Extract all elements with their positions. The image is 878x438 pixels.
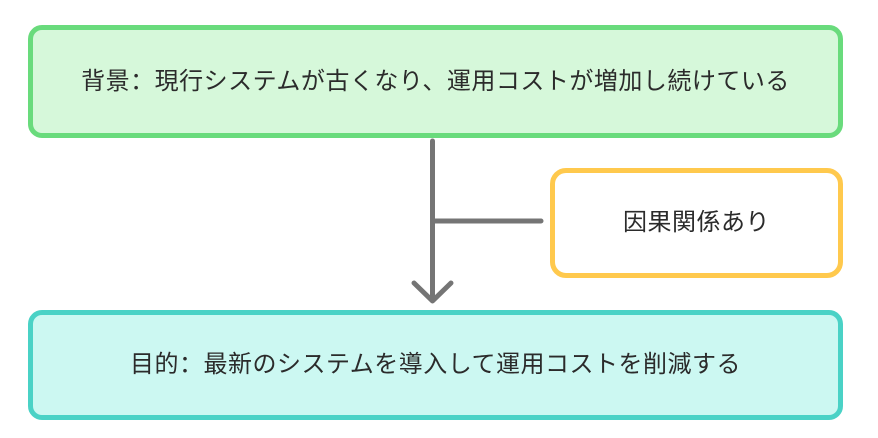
purpose-node[interactable]: 目的：最新のシステムを導入して運用コストを削減する: [28, 310, 843, 420]
annotation-node-label: 因果関係あり: [623, 209, 770, 237]
purpose-node-label: 目的：最新のシステムを導入して運用コストを削減する: [129, 351, 742, 379]
arrow-head-icon: [411, 280, 454, 304]
background-node[interactable]: 背景：現行システムが古くなり、運用コストが増加し続けている: [28, 25, 843, 138]
background-node-label: 背景：現行システムが古くなり、運用コストが増加し続けている: [81, 67, 790, 95]
annotation-node[interactable]: 因果関係あり: [550, 168, 843, 278]
